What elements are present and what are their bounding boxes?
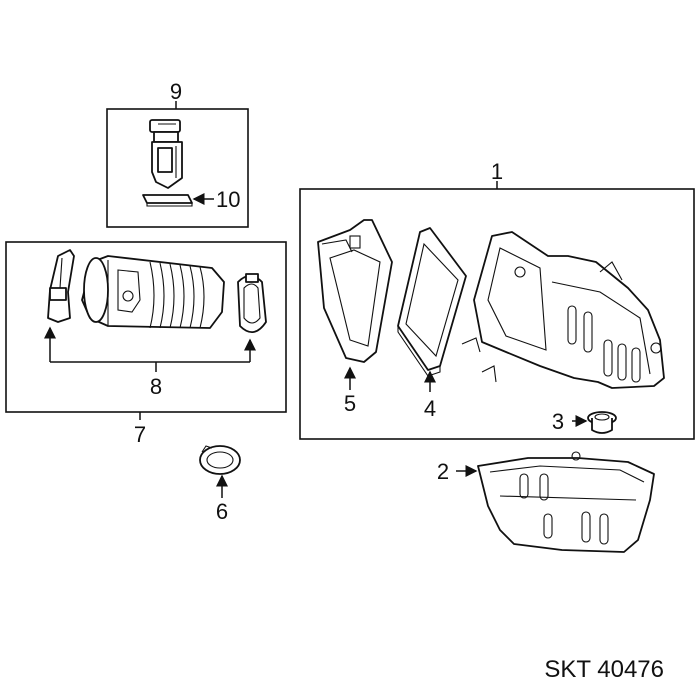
callout-10: 10 xyxy=(216,187,240,212)
callout-9: 9 xyxy=(170,79,182,104)
box-air-cleaner-assembly: 1 xyxy=(299,159,695,440)
right-hose-clamp-part xyxy=(237,273,267,333)
air-cleaner-housing-part xyxy=(461,231,665,389)
callout-6: 6 xyxy=(216,499,228,524)
air-cleaner-tray-part xyxy=(477,451,655,553)
sensor-gasket-part xyxy=(142,194,193,207)
callout-8: 8 xyxy=(150,374,162,399)
air-filter-element-part xyxy=(397,227,467,377)
callout-2-group: 2 xyxy=(437,459,478,484)
callout-7: 7 xyxy=(134,422,146,447)
callout-10-group: 10 xyxy=(192,187,240,212)
callout-5: 5 xyxy=(344,391,356,416)
callout-4: 4 xyxy=(424,396,436,421)
part-number-label: SKT 40476 xyxy=(544,656,664,683)
mass-air-flow-sensor-part xyxy=(149,119,183,189)
callout-1: 1 xyxy=(491,159,503,184)
callout-4-group: 4 xyxy=(424,370,436,421)
hose-clamp-6-part xyxy=(199,445,241,475)
box-intake-duct: 7 xyxy=(5,241,287,447)
callout-3: 3 xyxy=(552,409,564,434)
callout-3-group: 3 xyxy=(552,409,588,434)
callout-5-group: 5 xyxy=(344,366,356,416)
intake-duct-bellows-part xyxy=(81,255,225,329)
box-mass-air-flow-sensor: 9 xyxy=(106,79,249,228)
air-cleaner-cover-part xyxy=(317,219,393,363)
left-hose-clamp-part xyxy=(47,249,75,323)
callout-2: 2 xyxy=(437,459,449,484)
grommet-part xyxy=(587,411,617,434)
callout-8-group: 8 xyxy=(44,326,256,399)
callout-6-group: 6 xyxy=(216,474,228,524)
